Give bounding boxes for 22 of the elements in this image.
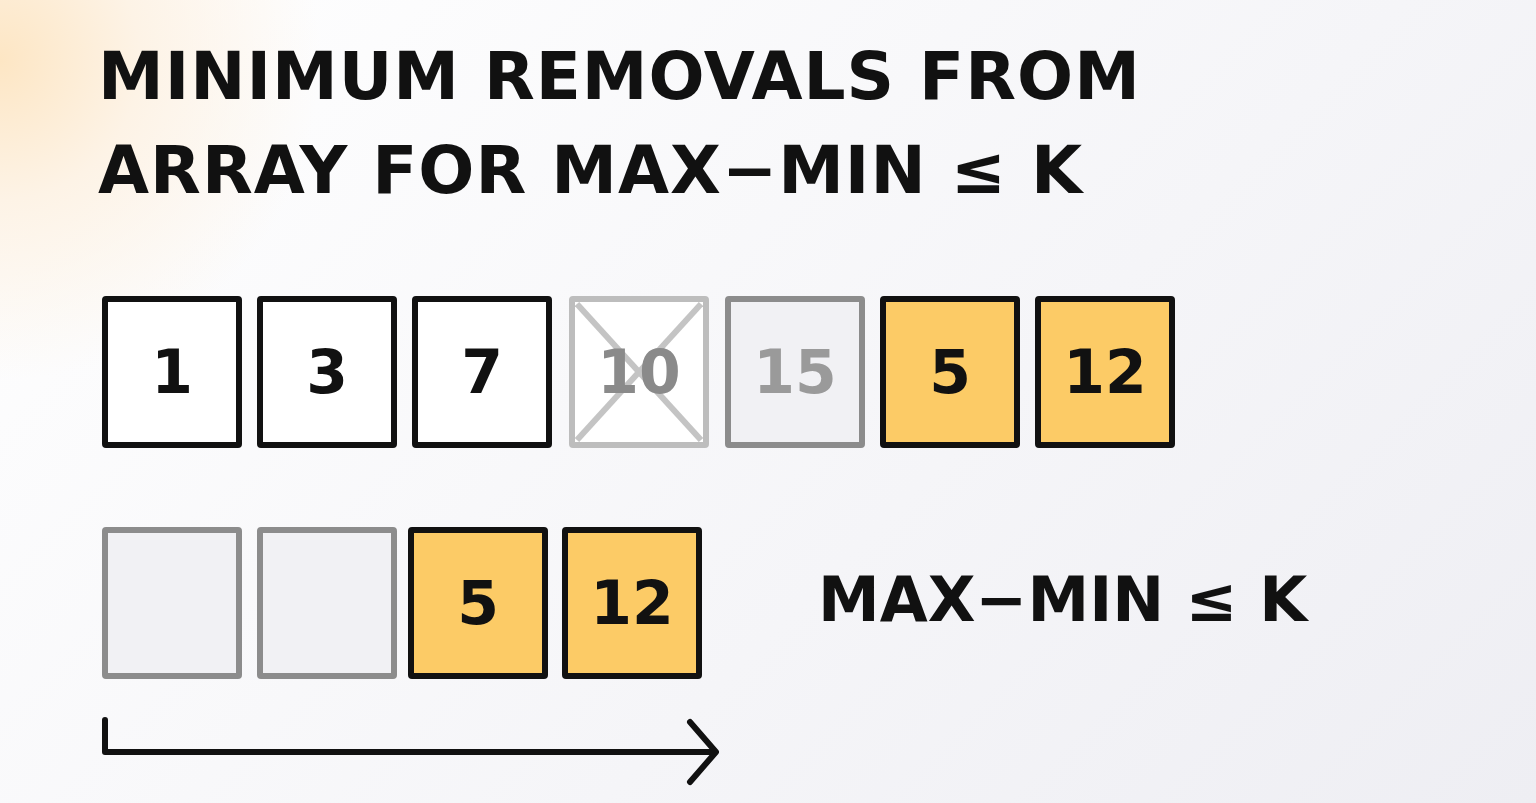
title: MINIMUM REMOVALS FROM ARRAY FOR MAX−MIN ≤ K [98, 37, 1142, 211]
cell-value: 3 [306, 337, 348, 407]
cell-value: 15 [753, 337, 837, 407]
empty-cell [102, 527, 242, 679]
cell-value: 7 [461, 337, 503, 407]
array-cell [725, 296, 865, 448]
array-cell [562, 527, 702, 679]
condition-label: MAX−MIN ≤ K [818, 563, 1308, 636]
empty-cell [257, 527, 397, 679]
array-cell [412, 296, 552, 448]
cell-value: 5 [457, 568, 499, 638]
cell-value: 5 [929, 337, 971, 407]
array-cell [1035, 296, 1175, 448]
array-cell [408, 527, 548, 679]
cell-value: 1 [151, 337, 193, 407]
cell-value: 10 [597, 337, 681, 407]
array-cell [880, 296, 1020, 448]
array-cell [569, 296, 709, 448]
cell-value: 12 [590, 568, 674, 638]
array-cell [257, 296, 397, 448]
array-cell [102, 296, 242, 448]
cell-value: 12 [1063, 337, 1147, 407]
